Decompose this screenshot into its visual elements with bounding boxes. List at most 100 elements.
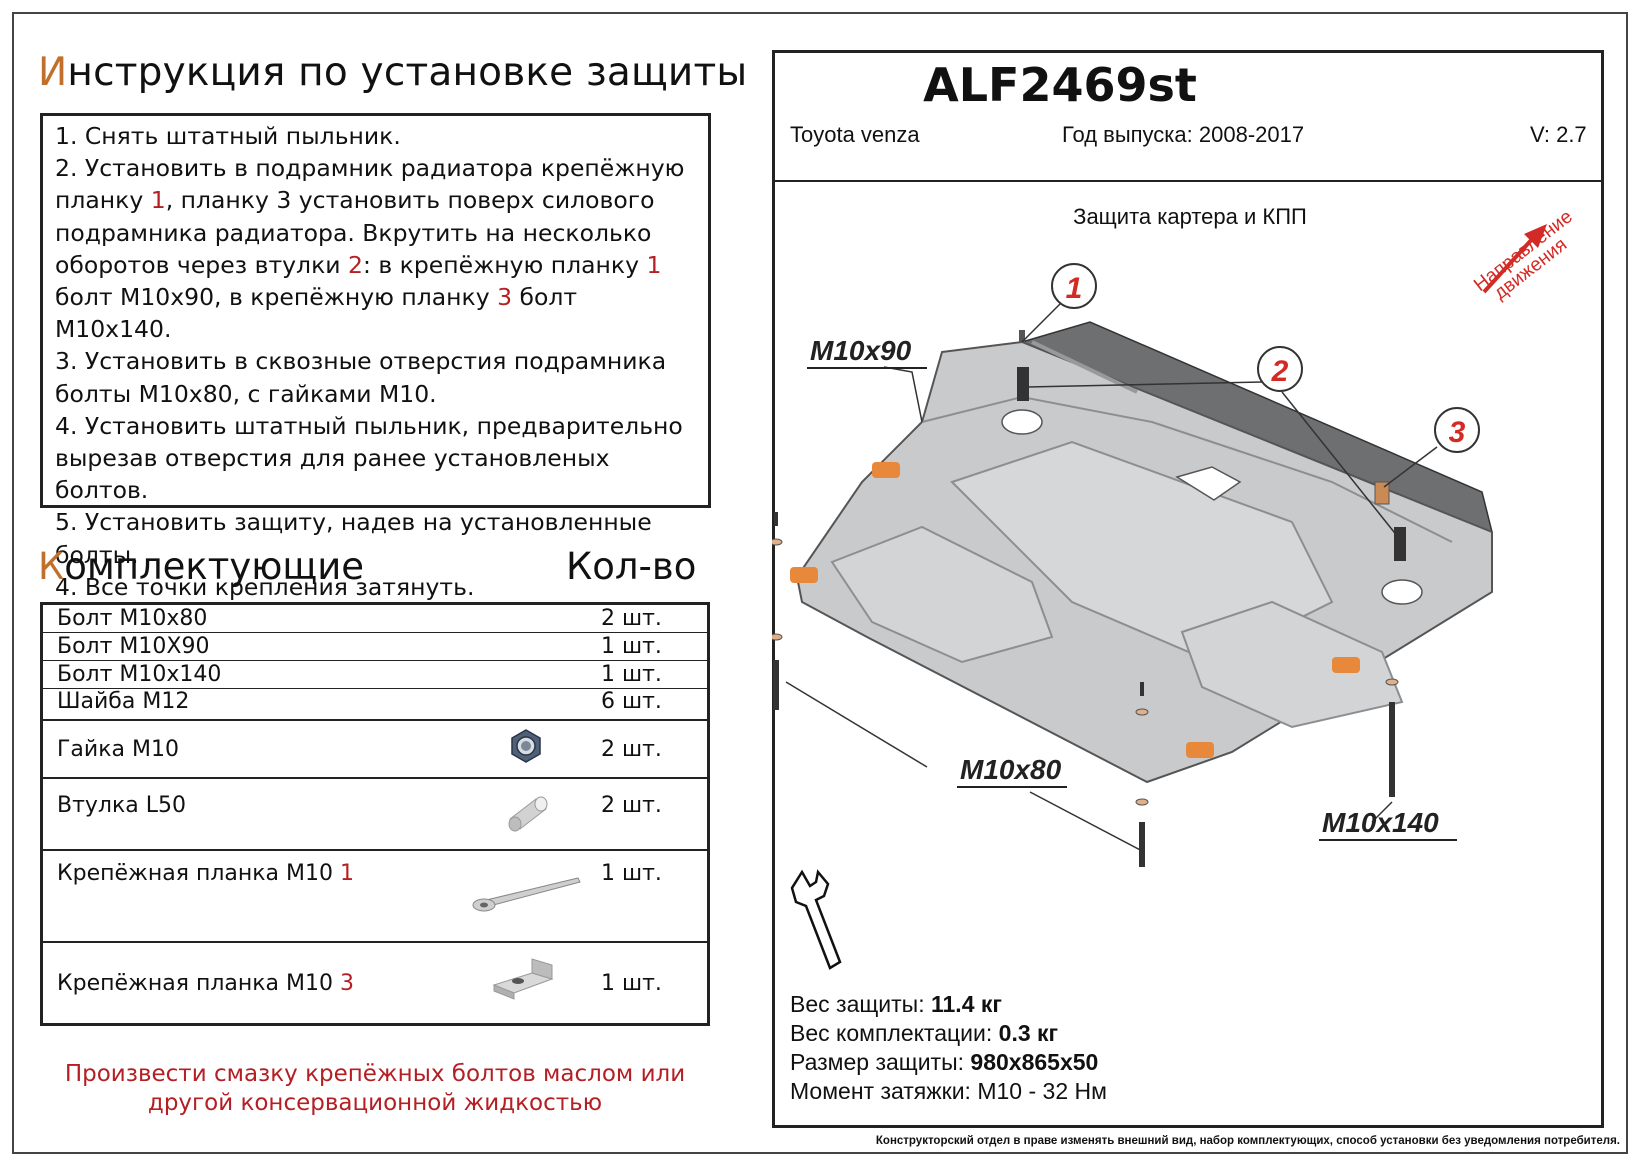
spec-value: 980х865х50 (970, 1049, 1099, 1075)
production-years: Год выпуска: 2008-2017 (1062, 122, 1305, 147)
part-qty: 1 шт. (601, 941, 709, 1025)
components-title-rest: омплектующие (64, 545, 365, 588)
part-image (451, 777, 601, 850)
strip-icon (1031, 340, 1138, 394)
specifications: Вес защиты: 11.4 кг Вес комплектации: 0.… (790, 990, 1107, 1106)
step-2-part: болт М10х140. (55, 283, 578, 344)
page-frame (12, 12, 1628, 1154)
bracket-plate-icon (492, 958, 554, 1000)
spec-label: Момент затяжки: (790, 1078, 978, 1104)
spec-torque: Момент затяжки: М10 - 32 Нм (790, 1077, 1107, 1106)
callout-number: 1 (1066, 272, 1083, 305)
part-image (451, 688, 601, 720)
badge-group (790, 462, 1360, 758)
spec-label: Вес защиты: (790, 991, 931, 1017)
plate-ridge (921, 395, 1453, 543)
callout-3: 3 (1434, 407, 1480, 453)
part-name: Втулка L50 (41, 777, 451, 850)
washer-icon (1135, 798, 1149, 806)
header-divider (772, 180, 1604, 182)
spec-label: Вес комплектации: (790, 1020, 999, 1046)
wrench-icon (790, 869, 842, 970)
plate-hole (1381, 579, 1423, 605)
washer-icon (772, 538, 783, 546)
step-5: 5. Установить защиту, надев на установле… (55, 508, 652, 569)
table-row: Болт М10х80 2 шт. (42, 604, 709, 633)
fastener-group (772, 330, 1406, 867)
part-image (451, 849, 601, 942)
callout-number: 3 (1449, 416, 1466, 449)
lubrication-note: Произвести смазку крепёжных болтов масло… (64, 1061, 686, 1116)
part-image (451, 941, 601, 1025)
callout-1: 1 (1051, 263, 1097, 309)
step-4: 4. Установить штатный пыльник, предварит… (55, 411, 683, 505)
direction-arrow-shaft (1482, 235, 1536, 294)
badge-icon (1186, 742, 1214, 758)
washer-icon (772, 633, 783, 641)
engine-volume: V: 2.7 (1530, 122, 1587, 147)
part-qty: 2 шт. (601, 777, 709, 850)
badge-icon (1332, 657, 1360, 673)
step-2-part: : в крепёжную планку (362, 250, 647, 279)
table-row: Гайка М10 2 шт. (41, 719, 709, 778)
part-image (451, 660, 601, 689)
bushing-icon (508, 796, 548, 832)
part-name: Гайка М10 (41, 719, 451, 778)
title-rest: нструкция по установке защиты (67, 50, 748, 95)
bracket-icon (1374, 481, 1390, 505)
part-qty: 2 шт. (601, 606, 662, 631)
plate-panel (1180, 600, 1404, 729)
step-2-part: 2. Установить в подрамник радиатора креп… (55, 154, 685, 215)
bolt-icon (774, 512, 778, 526)
nut-icon (511, 729, 541, 763)
step-2-part: болт М10х90, в крепёжную планку (55, 283, 498, 312)
part-name: Крепёжная планка М10 1 (41, 849, 451, 942)
step-6: 4. Все точки крепления затянуть. (55, 572, 475, 601)
step-2-num: 3 (497, 283, 513, 312)
part-qty: 1 шт. (601, 660, 709, 689)
direction-arrow-icon (1524, 224, 1547, 248)
part-number: 3 (340, 970, 354, 996)
table-row: Болт М10Х90 1 шт. (41, 632, 709, 661)
drawing-panel (772, 50, 1604, 1128)
callout-2: 2 (1257, 346, 1303, 392)
part-qty: 1 шт. (601, 849, 709, 942)
washer-icon (1385, 678, 1399, 686)
badge-icon (790, 567, 818, 583)
assembly-drawing: Направление движения (772, 206, 1577, 970)
spec-weight: Вес защиты: 11.4 кг (790, 990, 1107, 1019)
part-image (451, 604, 601, 633)
label-m10x90: М10х90 (810, 335, 912, 366)
leader-lines (785, 301, 1438, 853)
drawing-subtitle: Защита картера и КПП (1073, 204, 1307, 229)
spec-size: Размер защиты: 980х865х50 (790, 1048, 1107, 1077)
bolt-icon (1019, 330, 1025, 342)
bolt-icon (1139, 822, 1145, 867)
step-2: 2. Установить в подрамник радиатора креп… (55, 152, 698, 345)
part-name: Болт М10Х90 (41, 632, 451, 661)
instructions-title: Инструкция по установке защиты (38, 50, 747, 95)
plate-hole (1001, 409, 1043, 435)
step-3: 3. Установить в сквозные отверстия подра… (55, 347, 667, 408)
part-number: 1 (340, 861, 354, 886)
step-1: 1. Снять штатный пыльник. (55, 122, 401, 150)
spec-kit-weight: Вес комплектации: 0.3 кг (790, 1019, 1107, 1048)
spec-value: 0.3 кг (998, 1020, 1059, 1046)
bushing-icon (1394, 527, 1406, 561)
spec-value: 11.4 кг (930, 991, 1002, 1017)
model-code: ALF2469st (923, 58, 1197, 112)
part-qty: 1 шт. (601, 632, 709, 661)
table-row: Втулка L50 2 шт. (41, 777, 709, 850)
car-model: Toyota venza (790, 122, 920, 147)
part-name: Крепёжная планка М10 3 (41, 941, 451, 1025)
bushing-icon (1017, 367, 1029, 401)
badge-icon (872, 462, 900, 478)
step-2-part: , планку 3 установить поверх силового по… (55, 186, 655, 279)
table-row: Болт М10х140 1 шт. (41, 660, 709, 689)
table-row: Крепёжная планка М10 1 1 шт. (41, 849, 709, 942)
part-name-text: Крепёжная планка М10 (57, 970, 340, 996)
step-2-num: 1 (150, 186, 166, 215)
bolt-icon (1140, 682, 1144, 696)
plate-hole (1175, 466, 1242, 501)
part-name: Болт М10х80 (57, 606, 208, 631)
